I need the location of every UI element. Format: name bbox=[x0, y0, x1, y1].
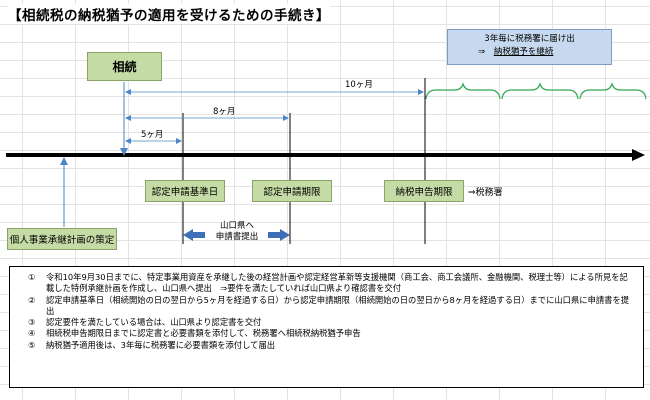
five-months-label: 5ヶ月 bbox=[141, 130, 164, 140]
tax-deadline-label: 納税申告期限 bbox=[395, 187, 453, 198]
note-text: 令和10年9月30日までに、特定事業用資産を承継した後の経営計画や認定経営革新等… bbox=[46, 272, 628, 294]
tax-deadline-box: 納税申告期限 bbox=[384, 180, 464, 202]
deadline-label: 認定申請期限 bbox=[263, 187, 321, 198]
note-item: ② 認定申請基準日（相続開始の日の翌日から5ヶ月を経過する日）から認定申請期限（… bbox=[28, 295, 635, 318]
inheritance-start-box: 相続 bbox=[87, 52, 162, 81]
note-text: 納税猶予適用後は、3年毎に税務署に必要書類を添付して届出 bbox=[46, 339, 276, 350]
timeline-arrowhead bbox=[632, 149, 645, 161]
note-item: ④ 相続税申告期限日までに認定書と必要書類を添付して、税務署へ相続税納税猶予申告 bbox=[28, 328, 635, 339]
note-number: ③ bbox=[28, 317, 36, 328]
base-date-label: 認定申請基準日 bbox=[151, 187, 219, 198]
page-title: 【相続税の納税猶予の適用を受けるための手続き】 bbox=[8, 4, 330, 24]
yamaguchi-line2: 申請書提出 bbox=[215, 232, 259, 242]
procedure-notes: ① 令和10年9月30日までに、特定事業用資産を承継した後の経営計画や認定経営革… bbox=[9, 266, 644, 388]
note-item: ③ 認定要件を満たしている場合は、山口県より認定書を交付 bbox=[28, 317, 635, 328]
business-succession-plan-label: 個人事業承継計画の策定 bbox=[9, 235, 115, 246]
brace-3 bbox=[579, 82, 647, 100]
base-date-box: 認定申請基準日 bbox=[145, 180, 225, 202]
brace-2 bbox=[501, 82, 579, 100]
ten-months-label: 10ヶ月 bbox=[345, 80, 373, 90]
to-tax-office-label: ⇒税務署 bbox=[468, 188, 503, 198]
plan-up-arrowhead bbox=[60, 157, 68, 165]
brace-1 bbox=[425, 82, 501, 100]
note-number: ⑤ bbox=[28, 339, 36, 350]
deadline-box: 認定申請期限 bbox=[252, 180, 332, 202]
note-number: ② bbox=[28, 294, 36, 305]
report-notice-line2-wrap: ⇒ 納税猶予を継続 bbox=[448, 46, 611, 59]
eight-months-label: 8ヶ月 bbox=[213, 107, 236, 117]
report-notice-line1: 3年毎に税務署に届け出 bbox=[484, 34, 575, 44]
report-notice-box: 3年毎に税務署に届け出 ⇒ 納税猶予を継続 bbox=[447, 29, 612, 65]
report-notice-arrow: ⇒ bbox=[478, 47, 486, 57]
business-succession-plan-box: 個人事業承継計画の策定 bbox=[7, 228, 117, 250]
note-number: ① bbox=[28, 272, 36, 282]
yamaguchi-right-arrow bbox=[268, 229, 290, 241]
start-down-arrowhead bbox=[120, 148, 128, 156]
note-number: ④ bbox=[28, 328, 36, 339]
note-item: ⑤ 納税猶予適用後は、3年毎に税務署に必要書類を添付して届出 bbox=[28, 340, 635, 351]
note-text: 認定要件を満たしている場合は、山口県より認定書を交付 bbox=[46, 317, 262, 328]
yamaguchi-left-arrow bbox=[183, 229, 205, 241]
yamaguchi-line1: 山口県へ bbox=[219, 221, 254, 231]
inheritance-start-label: 相続 bbox=[112, 60, 137, 74]
yamaguchi-submit-label: 山口県へ 申請書提出 bbox=[205, 221, 269, 243]
note-item: ① 令和10年9月30日までに、特定事業用資産を承継した後の経営計画や認定経営革… bbox=[28, 272, 635, 295]
note-text: 認定申請基準日（相続開始の日の翌日から5ヶ月を経過する日）から認定申請期限（相続… bbox=[46, 294, 630, 316]
note-text: 相続税申告期限日までに認定書と必要書類を添付して、税務署へ相続税納税猶予申告 bbox=[46, 328, 361, 339]
report-notice-line2: 納税猶予を継続 bbox=[493, 47, 554, 57]
